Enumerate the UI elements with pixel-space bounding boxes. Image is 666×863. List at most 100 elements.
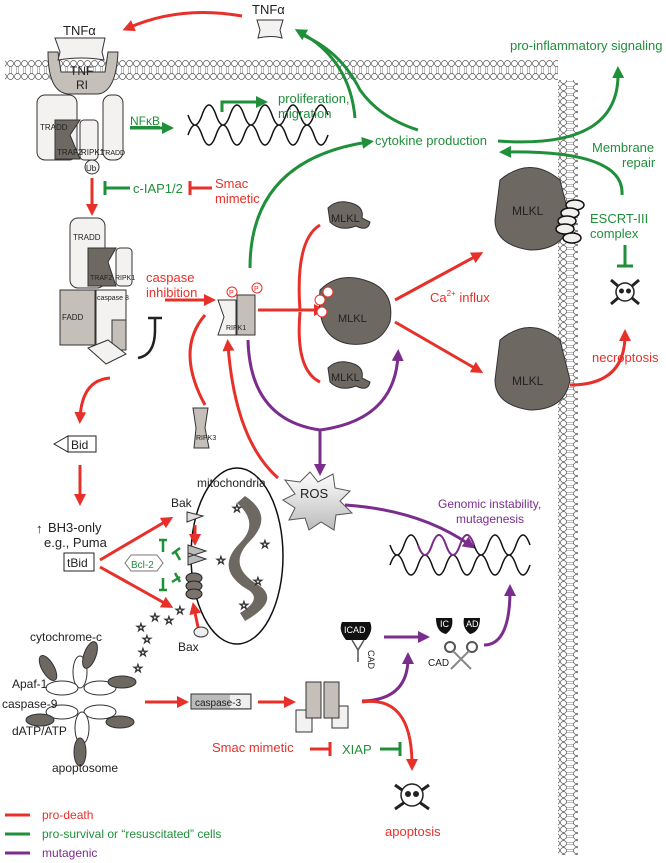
mlkl-pore-bottom	[494, 327, 571, 411]
tradd-complex2-label: TRADD	[73, 233, 101, 242]
mitochondrial-cristae	[228, 496, 268, 621]
apoptosome-label: apoptosome	[52, 761, 118, 775]
bh3-label-2: e.g., Puma	[44, 535, 108, 550]
bak-oligomer	[187, 544, 208, 566]
legend-label-pro-survival: pro-survival or “resuscitated” cells	[42, 827, 221, 841]
tradd-right	[102, 94, 124, 161]
skull-necroptosis-icon	[610, 278, 640, 306]
ripk1-necrosome	[217, 299, 237, 336]
escrt-label-2: complex	[590, 226, 639, 241]
arrow-cad-dna	[483, 584, 516, 647]
inhibit-xiap-casp3	[380, 742, 402, 756]
dna-helix-top	[187, 104, 329, 146]
bcl2-shape	[124, 554, 164, 572]
migration-label: migration	[278, 106, 331, 121]
smac-mimetic-label-2: Smac mimetic	[212, 740, 294, 755]
plasma-membrane-right	[558, 80, 578, 855]
svg-text:☆: ☆	[136, 622, 146, 634]
svg-text:☆: ☆	[142, 634, 152, 646]
ciap-label: c-IAP1/2	[133, 181, 183, 196]
inhibit-smac-xiap	[310, 742, 332, 756]
tnfr1-label-b: RI	[76, 78, 88, 92]
inhibit-smac-ciap	[188, 181, 212, 195]
caspase8-cleaved	[87, 339, 127, 365]
icad-label: ICAD	[344, 625, 366, 635]
arrow-to-membrane-mlkl-top	[394, 252, 484, 302]
smac-mimetic-label-a: Smac	[215, 176, 249, 191]
membrane-repair-label-2: repair	[622, 155, 656, 170]
inhibit-escrt-necroptosis	[617, 245, 633, 268]
svg-text:☆: ☆	[164, 615, 174, 627]
smac-mimetic-label-b: mimetic	[215, 191, 260, 206]
proinflammatory-label: pro-inflammatory signaling	[510, 38, 662, 53]
bax-protein	[193, 626, 209, 638]
inhibit-ciap	[103, 181, 130, 195]
proliferation-label: proliferation,	[278, 91, 350, 106]
tradd-label-left: TRADD	[40, 123, 68, 132]
ripk1-complex2-label: RIPK1	[115, 275, 135, 282]
membrane-repair-label-1: Membrane	[592, 140, 654, 155]
datp-label: dATP/ATP	[12, 724, 67, 738]
icad-complex	[340, 622, 372, 640]
arrow-ripk-to-cytokine	[248, 136, 374, 269]
branch-mlkl-up	[297, 223, 321, 311]
arrow-transcription	[220, 96, 268, 112]
ad-label: AD	[466, 619, 479, 629]
phospho-sites-mid	[314, 286, 334, 318]
branch-mlkl-down	[297, 311, 321, 384]
apoptosis-label: apoptosis	[385, 824, 441, 839]
arrow-tbid-bax	[99, 565, 174, 608]
caspase3-label: caspase-3	[195, 698, 242, 709]
tnfa-free-shape	[256, 19, 284, 39]
ca-influx-label: Ca2+ influx	[430, 289, 490, 305]
arrow-to-necroptosis	[569, 329, 631, 387]
bid-box	[67, 435, 97, 453]
svg-text:☆: ☆	[253, 576, 263, 588]
bak-protein	[186, 511, 205, 523]
dna-helix-mutated	[389, 534, 531, 576]
ros-label: ROS	[300, 486, 329, 501]
arrow-caspase8-to-bid	[74, 376, 111, 424]
ub-label: Ub	[86, 164, 97, 173]
traf2-complex2-label: TRAF2	[90, 275, 112, 282]
ripk-label: RIPK1	[226, 325, 246, 332]
plasma-membrane-top	[5, 60, 558, 80]
cytochrome-c-stars: ☆☆☆☆☆☆☆☆☆☆☆☆	[133, 503, 271, 676]
fadd-label: FADD	[62, 313, 84, 322]
bid-label: Bid	[71, 438, 88, 452]
bh3-label-1-text: BH3-only	[48, 520, 102, 535]
apoptosome-complex	[25, 641, 137, 767]
ripk3-free	[192, 407, 210, 449]
ripk1	[79, 119, 99, 161]
curve-cytokine-tnfa	[299, 32, 419, 132]
caspase-inhibition-label-2: inhibition	[146, 285, 197, 300]
svg-text:☆: ☆	[133, 663, 143, 675]
scissors-inactive-icon	[351, 639, 365, 662]
svg-text:☆: ☆	[150, 612, 160, 624]
traf2	[54, 119, 81, 160]
arrow-tnfa-to-receptor	[122, 10, 243, 32]
tnfa-trimer	[54, 37, 106, 61]
mlkl-oligomer-mid	[318, 277, 392, 345]
arrow-casp3-apoptosis	[361, 699, 418, 771]
caspase9-label: caspase-9	[2, 697, 58, 711]
tnfr1-label-a: TNF	[70, 64, 93, 78]
mlkl-label-mid: MLKL	[338, 313, 367, 325]
traf2-label: TRAF2	[57, 148, 83, 157]
tradd-label-right: TRADD	[101, 150, 125, 157]
arrow-mlkl-to-ros	[246, 339, 404, 432]
traf2-complex2	[87, 247, 117, 287]
ripk3-free-label: RIPK3	[196, 435, 216, 442]
escrt-label-1: ESCRT-III	[590, 211, 648, 226]
bak-label: Bak	[171, 496, 193, 510]
tbid-label: tBid	[67, 556, 88, 570]
tnfa-bound-label: TNFα	[63, 23, 96, 38]
ripk1-complex2	[115, 247, 133, 287]
mlkl-label-bottom: MLKL	[331, 372, 360, 384]
skull-apoptosis-icon	[394, 783, 430, 811]
scissors-cad-icon	[444, 641, 478, 670]
arrow-to-membrane-mlkl-bottom	[394, 320, 484, 374]
ros-burst	[282, 471, 354, 531]
